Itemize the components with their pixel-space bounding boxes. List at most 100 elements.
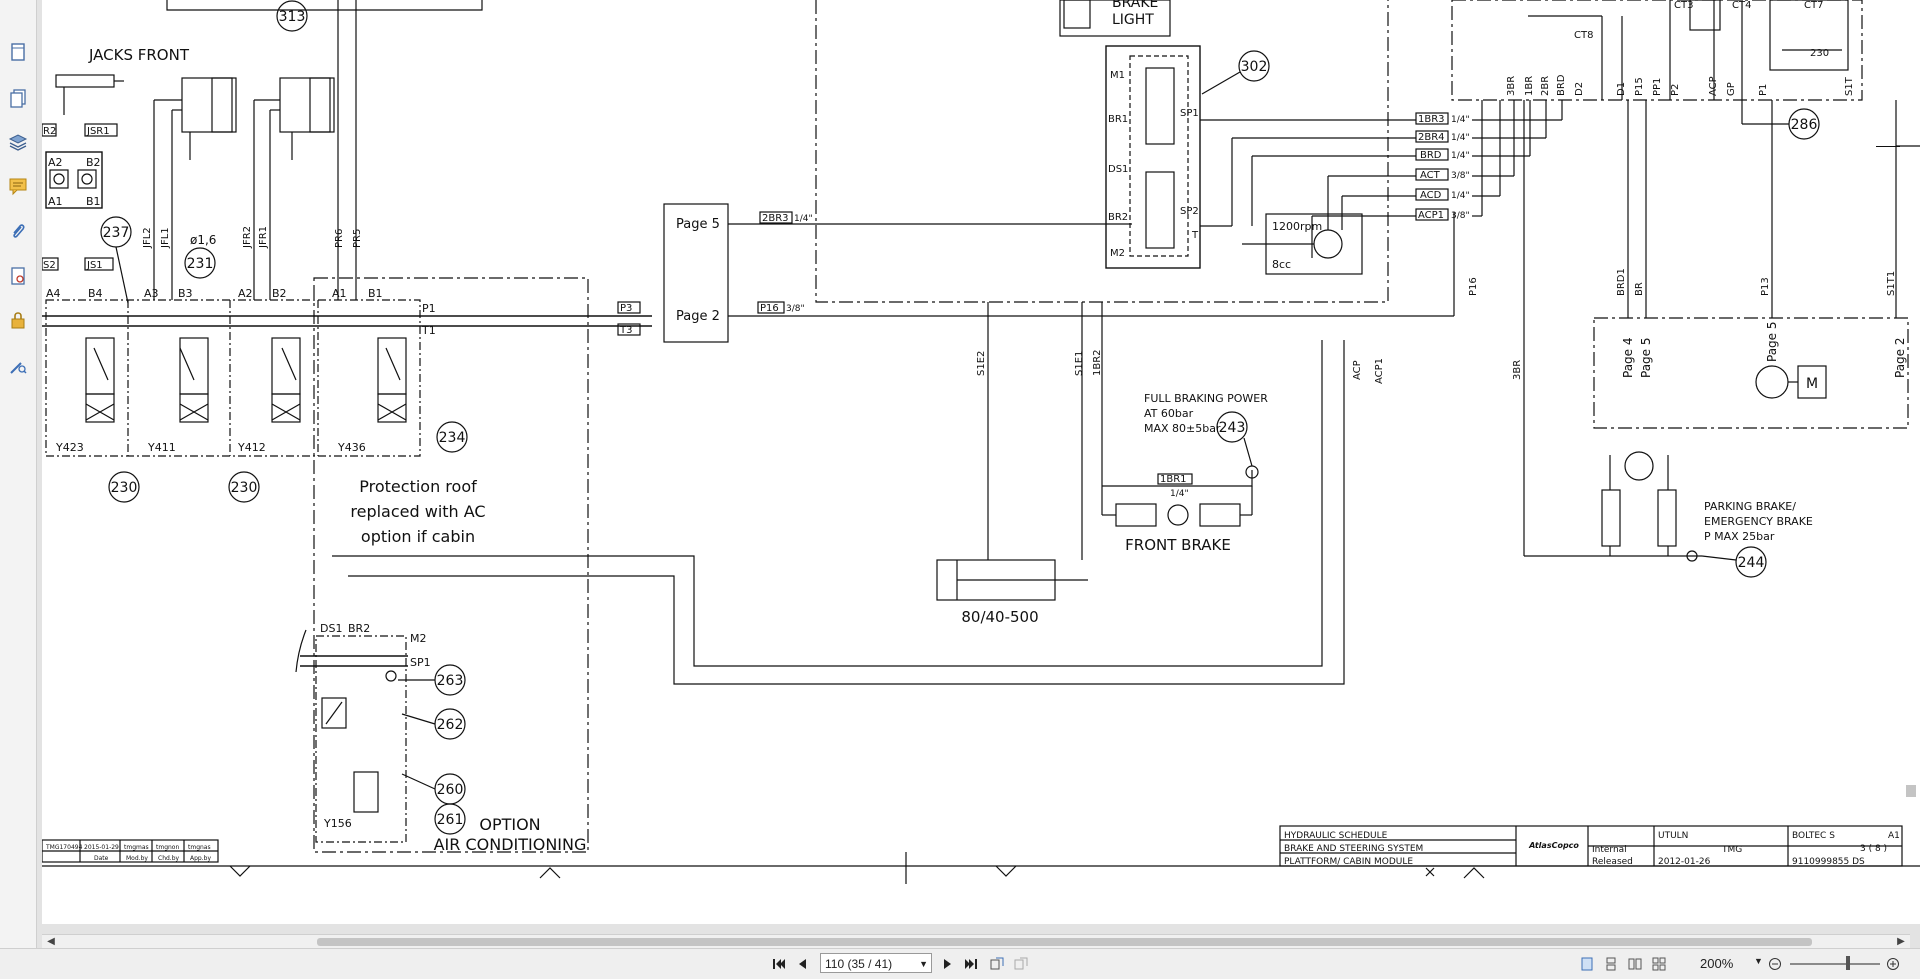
- vertical-scrollbar-thumb[interactable]: [1906, 785, 1916, 797]
- svg-text:P1: P1: [422, 302, 436, 315]
- single-page-icon[interactable]: [1578, 955, 1596, 973]
- callout-302: 302: [1241, 59, 1268, 75]
- svg-text:Date: Date: [94, 855, 109, 862]
- svg-text:tmgnas: tmgnas: [188, 844, 211, 851]
- first-page-icon[interactable]: [770, 955, 788, 973]
- comments-icon[interactable]: [4, 172, 32, 200]
- chevron-down-icon: ▼: [919, 959, 928, 969]
- page-edge-mark: [1876, 146, 1900, 147]
- svg-text:313: 313: [279, 9, 306, 25]
- fill-sign-icon[interactable]: [4, 352, 32, 380]
- svg-text:PP1: PP1: [1652, 78, 1663, 96]
- svg-text:80/40-500: 80/40-500: [961, 608, 1038, 626]
- svg-text:BR2: BR2: [348, 622, 370, 635]
- svg-text:Page 5: Page 5: [1765, 322, 1779, 363]
- svg-text:9110999855 DS: 9110999855 DS: [1792, 857, 1865, 867]
- svg-text:A2: A2: [48, 156, 63, 169]
- previous-page-icon[interactable]: [794, 955, 812, 973]
- attachments-icon[interactable]: [4, 218, 32, 246]
- svg-text:ACD: ACD: [1420, 190, 1442, 201]
- pages-icon[interactable]: [4, 84, 32, 112]
- svg-text:option if cabin: option if cabin: [361, 527, 475, 546]
- svg-text:PARKING BRAKE/: PARKING BRAKE/: [1704, 500, 1796, 513]
- callout-234: 234: [439, 430, 466, 446]
- callout-237: 237: [103, 225, 130, 241]
- scroll-left-icon[interactable]: ◀: [47, 936, 55, 947]
- svg-text:SP2: SP2: [1180, 206, 1199, 217]
- svg-text:P13: P13: [1760, 277, 1771, 296]
- svg-text:Page 5: Page 5: [676, 217, 720, 232]
- next-view-icon[interactable]: [1012, 955, 1030, 973]
- svg-text:BR1: BR1: [1108, 114, 1128, 125]
- svg-text:replaced with AC: replaced with AC: [350, 502, 485, 521]
- callout-230b: 230: [231, 480, 258, 496]
- svg-text:1/4": 1/4": [1170, 489, 1189, 499]
- zoom-level[interactable]: 200%: [1700, 956, 1734, 971]
- svg-text:T: T: [1191, 230, 1199, 241]
- horizontal-scrollbar[interactable]: ◀ ▶: [42, 934, 1910, 949]
- svg-text:FRONT BRAKE: FRONT BRAKE: [1125, 536, 1231, 554]
- svg-text:2BR: 2BR: [1540, 76, 1551, 96]
- svg-text:SP1: SP1: [1180, 108, 1199, 119]
- callout-261: 261: [437, 812, 464, 828]
- svg-text:S1T: S1T: [1844, 76, 1855, 96]
- svg-text:P15: P15: [1634, 77, 1645, 96]
- previous-view-icon[interactable]: [988, 955, 1006, 973]
- svg-text:OPTION: OPTION: [479, 815, 540, 834]
- svg-text:ø1,6: ø1,6: [190, 233, 216, 247]
- pdf-page-view[interactable]: 313 JACKS FRONT R2 JSR1 A2 B2 A1 B1 S2 J…: [42, 0, 1920, 924]
- security-icon[interactable]: [4, 306, 32, 334]
- svg-text:2BR4: 2BR4: [1418, 132, 1445, 143]
- svg-text:JFL1: JFL1: [160, 227, 171, 249]
- zoom-in-icon[interactable]: [1884, 955, 1902, 973]
- svg-text:FULL BRAKING POWER: FULL BRAKING POWER: [1144, 392, 1268, 405]
- svg-text:A1: A1: [332, 287, 347, 300]
- jacks-front-label: JACKS FRONT: [88, 46, 190, 64]
- zoom-slider[interactable]: [1790, 963, 1880, 965]
- hydraulic-schematic: 313 JACKS FRONT R2 JSR1 A2 B2 A1 B1 S2 J…: [42, 0, 1920, 884]
- svg-text:ACP1: ACP1: [1418, 210, 1444, 221]
- zoom-out-icon[interactable]: [1766, 955, 1784, 973]
- svg-text:Y436: Y436: [337, 441, 366, 454]
- callout-262: 262: [437, 717, 464, 733]
- zoom-dropdown-icon[interactable]: ▼: [1754, 956, 1763, 966]
- svg-text:A3: A3: [144, 287, 159, 300]
- svg-text:BOLTEC S: BOLTEC S: [1792, 831, 1835, 841]
- svg-text:DS1: DS1: [320, 622, 342, 635]
- svg-text:Protection roof: Protection roof: [359, 477, 477, 496]
- page-thumbnails-icon[interactable]: [4, 38, 32, 66]
- svg-text:CT4: CT4: [1732, 0, 1751, 11]
- svg-text:1BR3: 1BR3: [1418, 114, 1445, 125]
- svg-text:CT3: CT3: [1674, 0, 1693, 11]
- last-page-icon[interactable]: [962, 955, 980, 973]
- svg-text:3 ( 8 ): 3 ( 8 ): [1860, 844, 1887, 854]
- two-page-icon[interactable]: [1626, 955, 1644, 973]
- svg-text:8cc: 8cc: [1272, 258, 1291, 271]
- signatures-icon[interactable]: [4, 262, 32, 290]
- zoom-slider-handle[interactable]: [1846, 956, 1850, 970]
- continuous-icon[interactable]: [1602, 955, 1620, 973]
- svg-text:LIGHT: LIGHT: [1112, 12, 1154, 28]
- title-block: HYDRAULIC SCHEDULE BRAKE AND STEERING SY…: [1279, 825, 1903, 867]
- svg-text:HYDRAULIC SCHEDULE: HYDRAULIC SCHEDULE: [1284, 831, 1388, 841]
- svg-text:M1: M1: [1110, 70, 1125, 81]
- atlas-copco-logo: AtlasCopco: [1528, 841, 1579, 850]
- svg-text:A1: A1: [1888, 831, 1900, 841]
- svg-text:B2: B2: [86, 156, 101, 169]
- svg-text:S2: S2: [43, 260, 56, 271]
- page-number-select[interactable]: 110 (35 / 41) ▼: [820, 953, 932, 973]
- svg-text:3BR: 3BR: [1512, 360, 1523, 380]
- scroll-right-icon[interactable]: ▶: [1897, 936, 1905, 947]
- next-page-icon[interactable]: [938, 955, 956, 973]
- navigation-pane-toolbar: [0, 0, 37, 948]
- svg-text:3/8": 3/8": [1451, 211, 1470, 221]
- layers-icon[interactable]: [4, 128, 32, 156]
- callout-243: 243: [1219, 420, 1246, 436]
- callout-231: 231: [187, 256, 214, 272]
- svg-text:R2: R2: [43, 126, 56, 137]
- svg-text:JFL2: JFL2: [142, 227, 153, 249]
- svg-text:2012-01-26: 2012-01-26: [1658, 857, 1711, 867]
- horizontal-scrollbar-thumb[interactable]: [317, 938, 1812, 946]
- callout-244: 244: [1738, 555, 1765, 571]
- two-page-continuous-icon[interactable]: [1650, 955, 1668, 973]
